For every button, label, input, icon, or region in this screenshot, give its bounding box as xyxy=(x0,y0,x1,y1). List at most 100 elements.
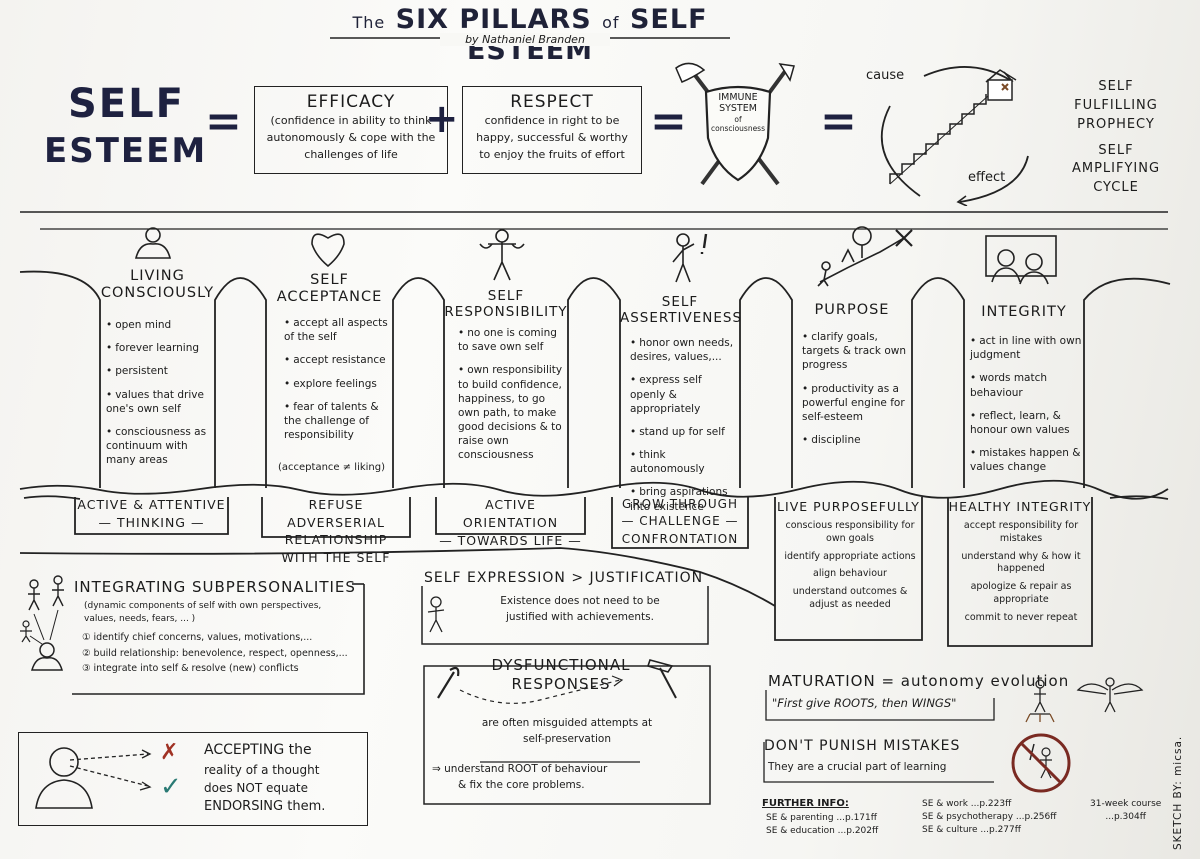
list-item: discipline xyxy=(802,433,910,447)
subpersonalities-box-frame xyxy=(20,575,365,695)
acceptance-note: (acceptance ≠ liking) xyxy=(278,462,386,473)
dysfunctional-box-frame xyxy=(423,659,711,805)
list-item: no one is coming to save own self xyxy=(458,326,568,354)
subpersonalities-steps: ① identify chief concerns, values, motiv… xyxy=(82,630,362,677)
pillar-title-self-acceptance: SELF ACCEPTANCE xyxy=(276,272,383,306)
list-item: SE & work ...p.223ff xyxy=(922,799,1012,809)
maturation-frame xyxy=(765,677,1144,723)
base-label-refuse-adverserial: REFUSE ADVERSERIAL RELATIONSHIP WITH THE… xyxy=(281,497,391,565)
accepting-box xyxy=(18,732,368,826)
pillar-title-self-responsibility: SELF RESPONSIBILITY xyxy=(444,288,568,321)
further-info-col2: SE & work ...p.223ff SE & psychotherapy … xyxy=(922,798,1056,837)
purpose-details: conscious responsibility for own goals i… xyxy=(782,520,918,612)
plus-sign: + xyxy=(425,96,459,142)
punish-title: DON'T PUNISH MISTAKES xyxy=(764,738,961,754)
pillar-list-self-acceptance: accept all aspects of the self accept re… xyxy=(284,316,390,451)
self-expression-title: SELF EXPRESSION > JUSTIFICATION xyxy=(424,570,704,586)
efficacy-title: EFFICACY xyxy=(306,92,396,112)
list-item: own responsibility to build confidence, … xyxy=(458,363,568,462)
list-item: apologize & repair as appropriate xyxy=(970,581,1072,606)
list-item: act in line with own judgment xyxy=(970,334,1082,362)
punish-text: They are a crucial part of learning xyxy=(768,761,947,773)
list-item: ③ integrate into self & resolve (new) co… xyxy=(82,663,299,675)
pillar-list-purpose: clarify goals, targets & track own progr… xyxy=(802,330,910,456)
dysfunctional-title: DYSFUNCTIONAL RESPONSES xyxy=(491,656,631,693)
base-label-grow-through: GROW THROUGH — CHALLENGE — CONFRONTATION xyxy=(621,497,739,546)
list-item: open mind xyxy=(106,318,212,332)
pillar-title-purpose: PURPOSE xyxy=(814,302,890,318)
pillar-list-integrity: act in line with own judgment words matc… xyxy=(970,334,1082,483)
immune-shield-icon xyxy=(675,62,795,186)
respect-box: RESPECT confidence in right to be happy,… xyxy=(462,86,642,174)
base-label-active-attentive-thinking: ACTIVE & ATTENTIVE — THINKING — xyxy=(77,497,226,531)
self-esteem-word-2: ESTEEM xyxy=(44,131,208,171)
list-item: forever learning xyxy=(106,341,212,355)
pillar-title-living-consciously: LIVING CONSCIOUSLY xyxy=(100,268,215,302)
dysfunctional-text: are often misguided attempts at self-pre… xyxy=(481,717,653,745)
subpersonalities-subtitle: (dynamic components of self with own per… xyxy=(84,601,322,625)
list-item: understand why & how it happened xyxy=(961,550,1081,575)
subpersonalities-title: INTEGRATING SUBPERSONALITIES xyxy=(74,578,356,596)
cause-label: cause xyxy=(866,68,905,83)
accepting-text: ACCEPTING the reality of a thought does … xyxy=(204,742,326,814)
list-item: identify appropriate actions xyxy=(784,550,916,562)
further-info-col1: SE & parenting ...p.171ff SE & education… xyxy=(766,812,878,838)
dysfunctional-fix: ⇒ understand ROOT of behaviour & fix the… xyxy=(432,763,608,791)
base-label-active-orientation: ACTIVE ORIENTATION — TOWARDS LIFE — xyxy=(439,497,582,549)
cycle-stairs-icon xyxy=(881,66,1029,206)
list-item: words match behaviour xyxy=(970,371,1082,399)
pillar-title-self-assertiveness: SELF ASSERTIVENESS xyxy=(620,294,743,327)
pillar-title-integrity: INTEGRITY xyxy=(981,304,1067,320)
sketch-credit: SKETCH BY: micsa. xyxy=(1172,735,1184,850)
efficacy-box: EFFICACY (confidence in ability to think… xyxy=(254,86,448,174)
list-item: persistent xyxy=(106,364,212,378)
no-punishment-icon xyxy=(1011,733,1071,793)
maturation-title: MATURATION = autonomy evolution xyxy=(768,672,1070,690)
list-item: SE & education ...p.202ff xyxy=(766,826,879,837)
equals-sign-2: = xyxy=(650,96,687,147)
maturation-quote: "First give ROOTS, then WINGS" xyxy=(772,696,957,710)
list-item: align behaviour xyxy=(813,568,887,580)
pillar-list-self-assertiveness: honor own needs, desires, values,... exp… xyxy=(630,336,740,523)
list-item: think autonomously xyxy=(630,448,740,476)
thinking-person-icon xyxy=(35,747,152,809)
respect-text: confidence in right to be happy, success… xyxy=(476,114,628,162)
list-item: mistakes happen & values change xyxy=(970,446,1082,474)
checkmark-icon: ✓ xyxy=(160,772,182,802)
equals-sign-3: = xyxy=(820,96,857,147)
list-item: ① identify chief concerns, values, motiv… xyxy=(82,632,313,643)
punish-frame xyxy=(763,742,994,783)
page-title: The SIX PILLARS of SELF ESTEEM xyxy=(352,4,708,66)
prophecy-text: SELF FULFILLING PROPHECY SELF AMPLIFYING… xyxy=(1071,79,1161,196)
pillar-list-self-responsibility: no one is coming to save own self own re… xyxy=(458,326,568,472)
list-item: SE & parenting ...p.171ff xyxy=(766,813,877,823)
respect-title: RESPECT xyxy=(510,92,594,112)
self-expression-frame xyxy=(421,586,709,645)
cross-icon: ✗ xyxy=(160,740,179,765)
list-item: express self openly & appropriately xyxy=(630,373,740,416)
further-info-title: FURTHER INFO: xyxy=(762,798,849,809)
list-item: ...p.304ff xyxy=(1105,812,1146,823)
list-item: explore feelings xyxy=(284,377,390,391)
effect-label: effect xyxy=(968,170,1006,185)
list-item: consciousness as continuum with many are… xyxy=(106,425,212,468)
pillar-list-living-consciously: open mind forever learning persistent va… xyxy=(106,318,212,476)
equals-sign-1: = xyxy=(205,96,242,147)
integrity-details: accept responsibility for mistakes under… xyxy=(954,520,1088,625)
list-item: reflect, learn, & honour own values xyxy=(970,409,1082,437)
author-byline: by Nathaniel Branden xyxy=(440,33,610,46)
efficacy-text: (confidence in ability to think autonomo… xyxy=(266,114,436,162)
list-item: productivity as a powerful engine for se… xyxy=(802,382,910,425)
self-esteem-word-1: SELF xyxy=(68,81,185,127)
list-item: commit to never repeat xyxy=(964,611,1078,623)
list-item: 31-week course xyxy=(1090,799,1162,809)
list-item: accept all aspects of the self xyxy=(284,316,390,344)
list-item: ② build relationship: benevolence, respe… xyxy=(82,647,348,659)
list-item: honor own needs, desires, values,... xyxy=(630,336,740,364)
self-expression-text: Existence does not need to be justified … xyxy=(500,595,660,623)
shield-text: IMMUNE SYSTEM of consciousness xyxy=(710,92,765,133)
further-info-col3: 31-week course ...p.304ff xyxy=(1090,798,1161,824)
list-item: understand outcomes & adjust as needed xyxy=(792,586,908,611)
list-item: stand up for self xyxy=(630,425,740,439)
